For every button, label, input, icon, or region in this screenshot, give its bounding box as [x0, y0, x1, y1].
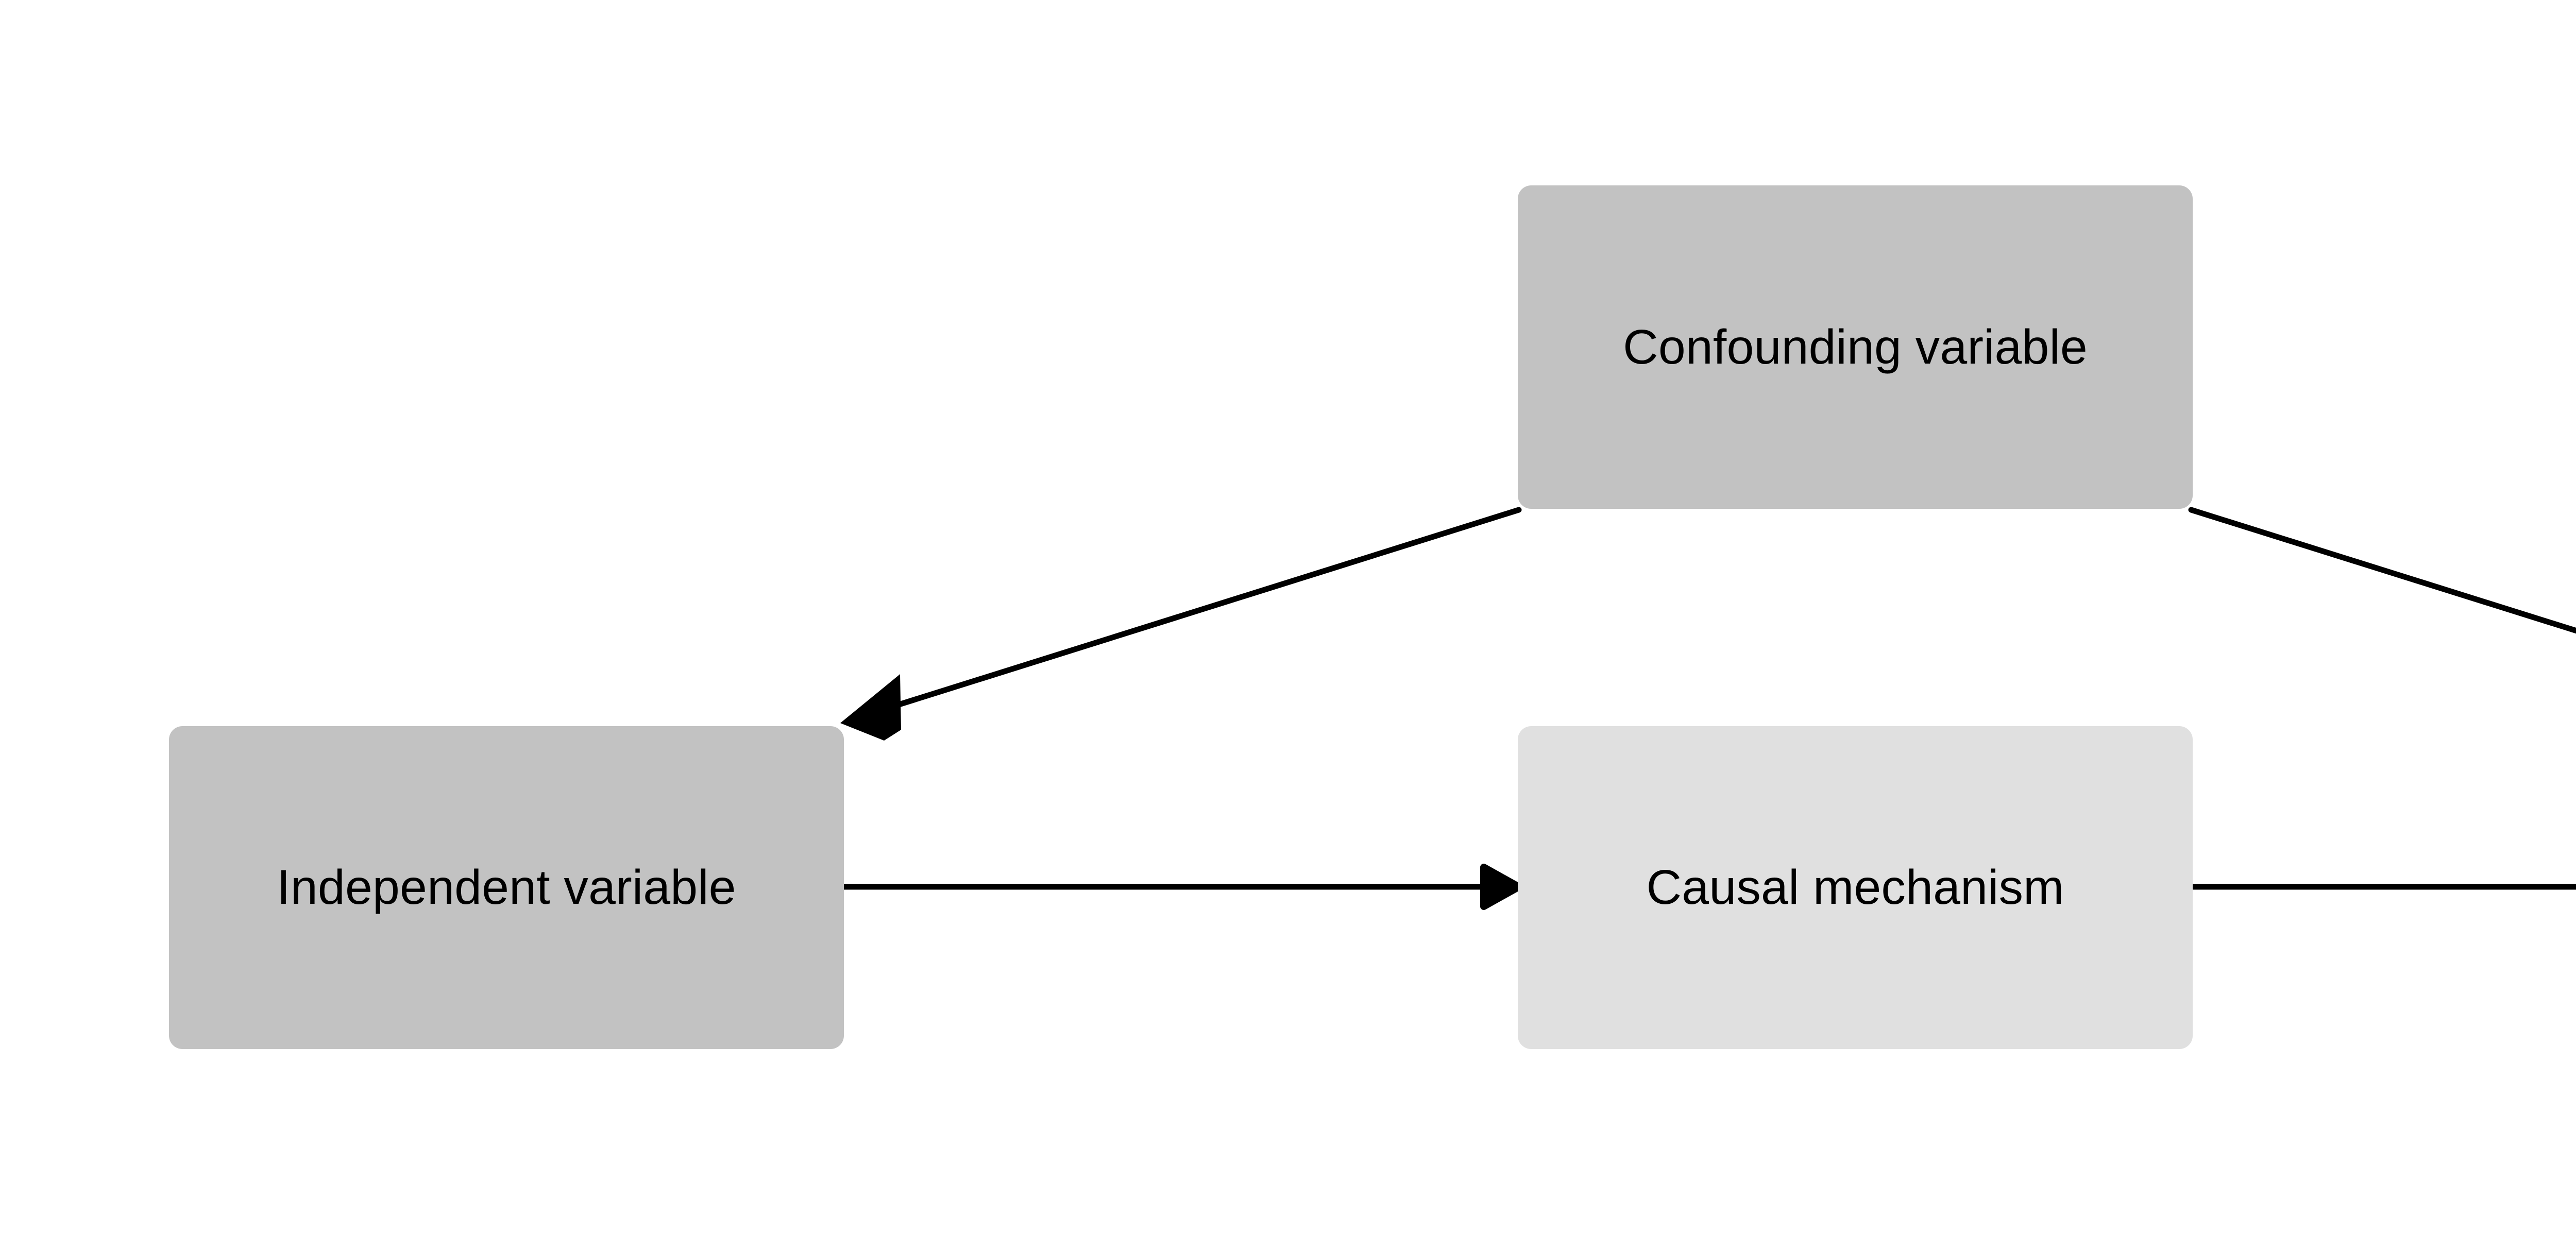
arrowhead-icon: [1480, 864, 1522, 910]
node-confounding-variable-label: Confounding variable: [1623, 319, 2088, 374]
node-independent-variable-label: Independent variable: [277, 860, 736, 915]
edge-line: [878, 507, 1522, 713]
edge-confounding-to-independent: [840, 507, 1522, 741]
edge-confounding-to-dependent: [2188, 507, 2576, 634]
edge-independent-to-mechanism: [843, 864, 1522, 910]
node-causal-mechanism[interactable]: Causal mechanism: [1518, 726, 2193, 1049]
arrowhead-icon: [840, 674, 901, 741]
node-confounding-variable[interactable]: Confounding variable: [1518, 185, 2193, 509]
edge-line: [2188, 507, 2576, 634]
node-causal-mechanism-label: Causal mechanism: [1646, 860, 2064, 915]
edge-mechanism-to-dependent: [2193, 884, 2576, 890]
node-independent-variable[interactable]: Independent variable: [169, 726, 844, 1049]
